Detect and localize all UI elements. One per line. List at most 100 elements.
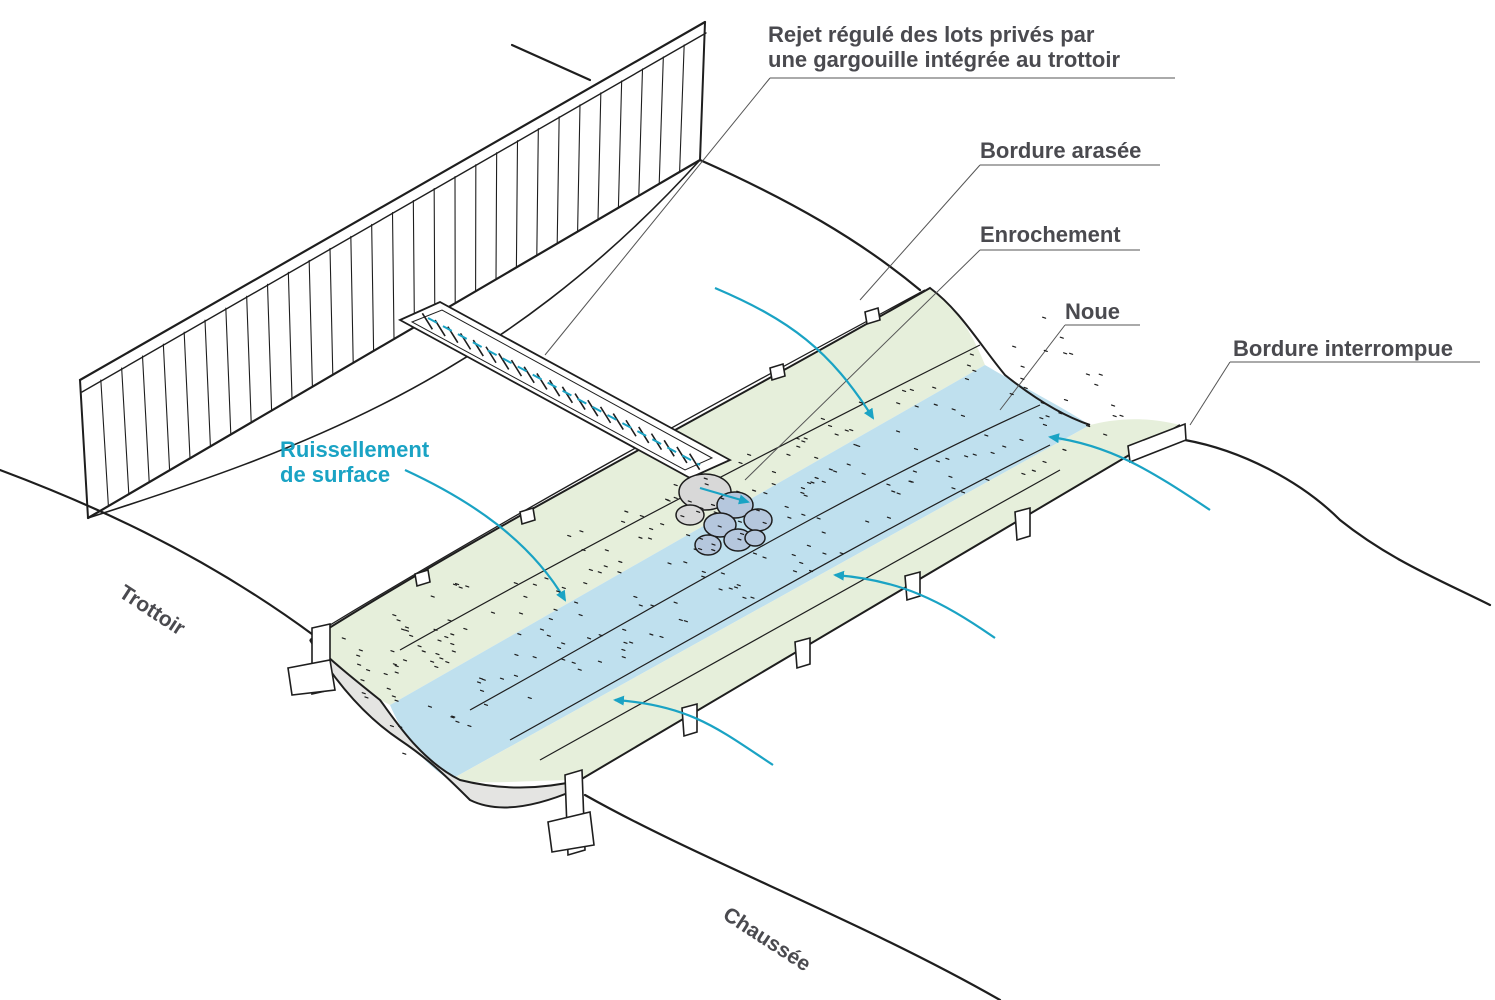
texture-speck <box>513 674 519 677</box>
texture-speck <box>972 453 977 456</box>
texture-speck <box>1062 448 1067 451</box>
texture-speck <box>771 471 777 474</box>
grate-bar <box>548 379 561 397</box>
texture-speck <box>896 492 901 495</box>
texture-speck <box>699 506 704 510</box>
texture-speck <box>452 583 458 586</box>
texture-speck <box>476 681 482 684</box>
texture-speck <box>409 634 414 637</box>
texture-speck <box>701 575 706 578</box>
texture-speck <box>638 536 643 539</box>
texture-speck <box>427 705 433 708</box>
texture-speck <box>865 520 870 523</box>
texture-speck <box>1043 349 1048 352</box>
texture-speck <box>573 601 579 604</box>
texture-speck <box>622 628 627 631</box>
texture-speck <box>1045 415 1050 418</box>
label-rejet-line2: une gargouille intégrée au trottoir <box>768 47 1121 72</box>
texture-speck <box>828 468 833 471</box>
texture-speck <box>858 401 864 404</box>
texture-speck <box>945 457 950 460</box>
texture-speck <box>814 476 819 480</box>
texture-speck <box>417 645 422 648</box>
texture-speck <box>820 417 825 420</box>
texture-speck <box>444 636 449 639</box>
fence-picket <box>597 92 602 221</box>
texture-speck <box>450 633 455 636</box>
texture-speck <box>1042 316 1047 319</box>
texture-speck <box>728 587 733 590</box>
fence-picket <box>515 140 519 268</box>
texture-speck <box>801 513 806 516</box>
texture-speck <box>624 510 629 513</box>
texture-speck <box>567 534 572 538</box>
texture-speck <box>1031 469 1036 472</box>
texture-speck <box>553 608 558 611</box>
texture-speck <box>581 548 586 552</box>
texture-speck <box>1042 460 1047 464</box>
texture-speck <box>698 537 704 540</box>
grate-bar <box>485 346 497 364</box>
texture-speck <box>806 544 811 547</box>
texture-speck <box>394 699 399 702</box>
texture-speck <box>1069 352 1074 355</box>
texture-speck <box>913 447 919 451</box>
texture-speck <box>771 483 776 486</box>
texture-speck <box>421 650 426 653</box>
texture-speck <box>458 586 463 589</box>
grate-bar <box>561 386 574 404</box>
texture-speck <box>711 549 716 552</box>
texture-speck <box>696 510 701 513</box>
fence-picket <box>329 247 334 376</box>
texture-speck <box>621 648 626 652</box>
texture-speck <box>451 650 456 653</box>
texture-speck <box>801 440 806 443</box>
texture-speck <box>1094 383 1099 386</box>
texture-speck <box>603 565 608 568</box>
fence-picket <box>308 259 313 388</box>
texture-speck <box>856 444 861 448</box>
texture-speck <box>711 543 716 546</box>
grass-bank-far <box>310 288 985 705</box>
texture-speck <box>386 687 391 690</box>
grate-bar <box>536 373 548 390</box>
texture-speck <box>795 437 800 440</box>
texture-speck <box>556 590 561 593</box>
texture-speck <box>1058 412 1063 415</box>
texture-speck <box>1086 424 1091 428</box>
texture-speck <box>513 582 518 585</box>
texture-speck <box>960 414 966 417</box>
texture-speck <box>713 511 718 514</box>
texture-speck <box>739 532 745 536</box>
fence-picket <box>495 152 498 280</box>
grate-bar <box>523 366 535 384</box>
grate-bar <box>421 312 434 330</box>
fence-picket <box>391 211 395 340</box>
texture-speck <box>527 696 532 699</box>
label-rejet: Rejet régulé des lots privés par une gar… <box>768 22 1120 72</box>
texture-speck <box>737 520 743 523</box>
texture-speck <box>678 618 683 622</box>
texture-speck <box>990 451 995 454</box>
grate-bar <box>612 413 624 430</box>
texture-speck <box>821 480 826 483</box>
texture-speck <box>597 660 603 663</box>
texture-speck <box>752 552 758 555</box>
texture-speck <box>738 461 743 465</box>
texture-speck <box>673 601 678 604</box>
texture-speck <box>803 494 808 497</box>
texture-speck <box>638 604 643 607</box>
texture-speck <box>639 515 644 518</box>
texture-speck <box>742 596 747 599</box>
texture-speck <box>680 515 685 518</box>
texture-speck <box>621 656 626 659</box>
texture-speck <box>737 538 742 541</box>
texture-speck <box>914 405 919 408</box>
fence-picket <box>433 188 436 316</box>
interrupted-curb <box>547 422 1187 857</box>
texture-speck <box>1020 377 1025 380</box>
texture-speck <box>467 724 472 728</box>
texture-speck <box>479 689 485 692</box>
